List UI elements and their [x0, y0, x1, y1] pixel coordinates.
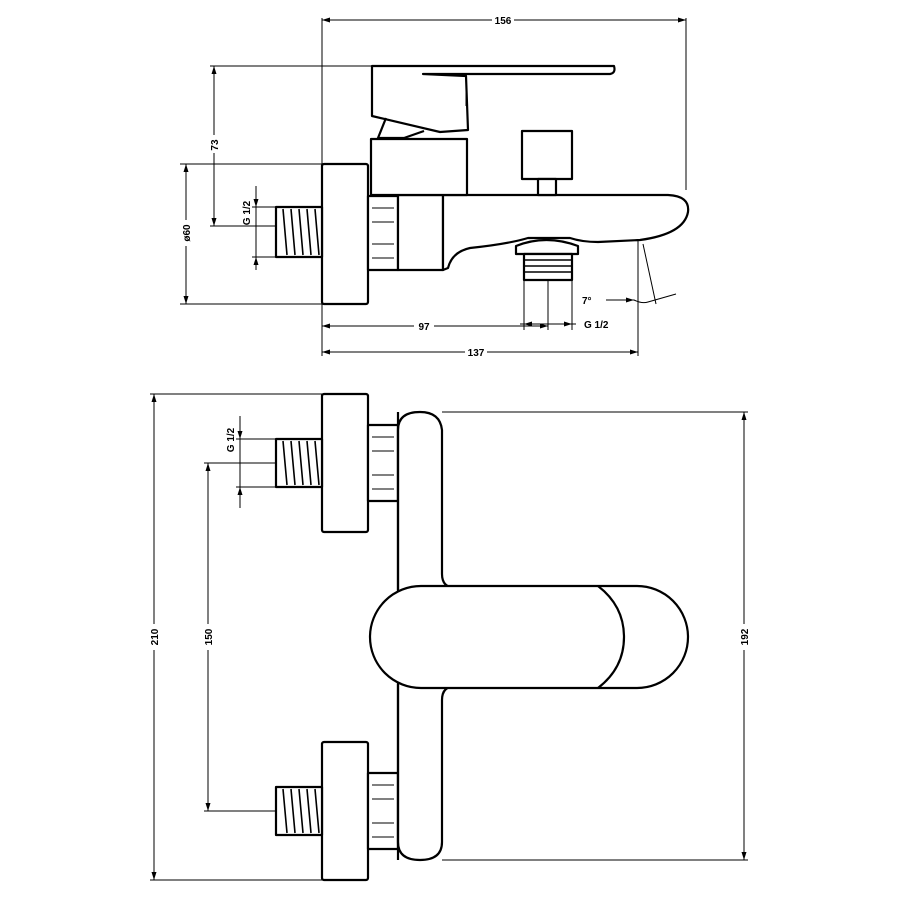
- side-connector: [396, 193, 445, 272]
- side-inlet-thread-lines: [282, 208, 320, 256]
- top-rosette-upper: [320, 392, 370, 534]
- side-hex-nut: [366, 194, 400, 272]
- top-handle-inner-arc: [597, 585, 626, 689]
- side-lever-handle: [370, 64, 616, 134]
- side-outlet-cap: [514, 238, 580, 256]
- dim-156: 156: [495, 16, 512, 27]
- dim-97: 97: [418, 322, 430, 333]
- side-outlet-thread: [522, 252, 574, 282]
- dim-150: 150: [204, 628, 215, 645]
- dim-7deg: 7°: [582, 296, 592, 307]
- top-view: 210 150 192 G 1/2: [146, 392, 752, 882]
- dim-73: 73: [210, 139, 221, 151]
- dim-side-inlet-thread: G 1/2: [242, 200, 253, 225]
- dim-210: 210: [150, 628, 161, 645]
- top-hex-nut-lower: [366, 771, 400, 851]
- dim-top-inlet-thread: G 1/2: [226, 427, 237, 452]
- dim-192: 192: [740, 628, 751, 645]
- dim-side-outlet-thread: G 1/2: [584, 320, 609, 331]
- side-view: 156 73 ø60 G 1/2 97 G 1/2 137 7°: [178, 13, 690, 359]
- side-spout-body: [441, 193, 690, 272]
- side-lever-neck: [376, 117, 425, 140]
- side-cartridge-body: [369, 137, 469, 197]
- top-rosette-lower: [320, 740, 370, 882]
- top-hex-nut-upper: [366, 423, 400, 503]
- dim-137: 137: [468, 348, 485, 359]
- side-diverter-button: [520, 129, 574, 181]
- side-rosette: [320, 162, 370, 306]
- side-diverter-stem: [536, 177, 558, 197]
- dim-dia60: ø60: [182, 224, 193, 242]
- top-handle-capsule: [368, 584, 690, 690]
